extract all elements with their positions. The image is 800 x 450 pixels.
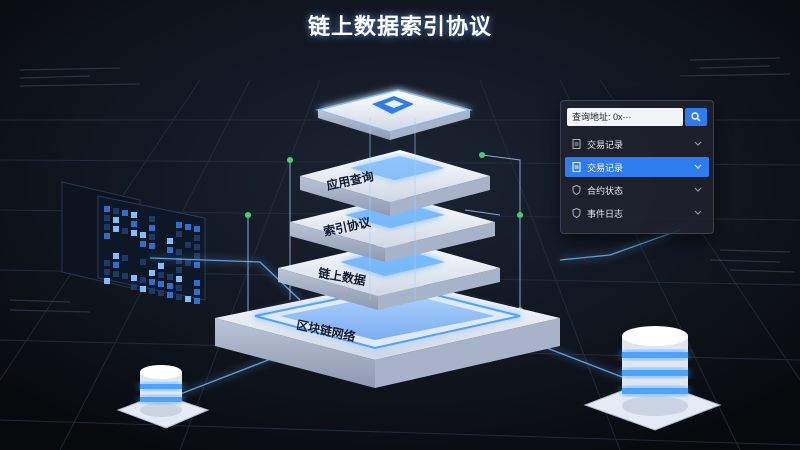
- pixel-cell: [176, 249, 182, 255]
- pixel-cell: [104, 215, 110, 221]
- chevron-down-icon: [693, 139, 703, 149]
- pixel-cell: [176, 276, 182, 282]
- pixel-cell: [140, 259, 146, 265]
- pixel-cell: [104, 224, 110, 230]
- pixel-cell: [167, 292, 173, 298]
- pixel-cell: [149, 216, 155, 222]
- glow-beams: [369, 118, 416, 300]
- pixel-cell: [113, 226, 119, 232]
- pixel-cell: [185, 242, 191, 248]
- menu-item-label: 事件日志: [587, 209, 624, 220]
- title-bar: 链上数据索引协议: [0, 0, 800, 50]
- pixel-cell: [122, 228, 128, 234]
- pixel-cell: [113, 217, 119, 223]
- pixel-cell: [131, 230, 137, 236]
- pixel-cell: [167, 238, 173, 244]
- menu-item-label: 交易记录: [587, 140, 624, 151]
- menu-item-label: 合约状态: [587, 186, 624, 197]
- search-icon: [691, 112, 701, 122]
- chain-link-icon: [372, 96, 414, 114]
- menu-item-transactions-active[interactable]: 交易记录: [565, 157, 709, 177]
- pixel-cell: [149, 288, 155, 294]
- pixel-cell: [104, 206, 110, 212]
- pixel-cell: [113, 253, 119, 259]
- data-matrix-panels: [61, 181, 206, 304]
- pixel-cell: [176, 285, 182, 291]
- pixel-cell: [194, 253, 200, 259]
- pixel-cell: [131, 221, 137, 227]
- pixel-cell: [194, 226, 200, 232]
- menu-item-transactions[interactable]: 交易记录: [565, 134, 709, 154]
- pixel-cell: [158, 272, 164, 278]
- search-button[interactable]: [685, 108, 707, 126]
- pixel-cell: [104, 233, 110, 239]
- pixel-grid: [104, 206, 200, 304]
- pixel-cell: [131, 275, 137, 281]
- pixel-cell: [194, 262, 200, 268]
- pixel-cell: [104, 278, 110, 284]
- pixel-cell: [140, 286, 146, 292]
- pixel-cell: [176, 222, 182, 228]
- pixel-cell: [185, 296, 191, 302]
- menu-item-contract-state[interactable]: 合约状态: [565, 180, 709, 200]
- pixel-cell: [185, 260, 191, 266]
- menu-item-event-logs[interactable]: 事件日志: [565, 203, 709, 223]
- document-icon: [571, 139, 581, 149]
- pixel-cell: [140, 277, 146, 283]
- pixel-cell: [149, 279, 155, 285]
- menu-item-label: 交易记录: [587, 163, 624, 174]
- pixel-cell: [140, 232, 146, 238]
- chevron-down-icon: [693, 208, 703, 218]
- pixel-cell: [149, 270, 155, 276]
- page-title: 链上数据索引协议: [307, 15, 492, 40]
- pixel-cell: [113, 271, 119, 277]
- pixel-cell: [194, 298, 200, 304]
- pixel-cell: [149, 234, 155, 240]
- pixel-cell: [194, 235, 200, 241]
- shield-icon: [571, 185, 581, 195]
- pixel-cell: [176, 231, 182, 237]
- pixel-cell: [176, 267, 182, 273]
- pixel-cell: [194, 244, 200, 250]
- base-platform: [215, 280, 560, 388]
- chevron-down-icon: [693, 162, 703, 172]
- address-search-input[interactable]: [567, 108, 683, 126]
- layer-chain-data: [278, 240, 500, 310]
- pixel-cell: [185, 224, 191, 230]
- pixel-cell: [167, 247, 173, 253]
- query-panel: 交易记录 交易记录 合约状态 事件日志: [560, 100, 714, 234]
- pixel-cell: [122, 255, 128, 261]
- pixel-cell: [167, 283, 173, 289]
- pixel-cell: [104, 260, 110, 266]
- shield-icon: [571, 208, 581, 218]
- pixel-cell: [158, 290, 164, 296]
- pixel-cell: [149, 225, 155, 231]
- pixel-cell: [158, 281, 164, 287]
- pixel-cell: [176, 294, 182, 300]
- pixel-cell: [194, 289, 200, 295]
- database-left-icon: [116, 365, 210, 429]
- document-icon: [571, 162, 581, 172]
- pixel-cell: [140, 241, 146, 247]
- pixel-cell: [131, 284, 137, 290]
- pixel-cell: [113, 262, 119, 268]
- pixel-cell: [104, 269, 110, 275]
- code-texture: [9, 57, 796, 313]
- pixel-cell: [158, 263, 164, 269]
- pixel-cell: [194, 280, 200, 286]
- pixel-cell: [149, 243, 155, 249]
- pixel-cell: [122, 273, 128, 279]
- chevron-down-icon: [693, 185, 703, 195]
- database-right-icon: [583, 326, 722, 431]
- pixel-cell: [131, 212, 137, 218]
- pixel-cell: [176, 258, 182, 264]
- pixel-cell: [167, 274, 173, 280]
- pixel-cell: [122, 210, 128, 216]
- pixel-cell: [113, 208, 119, 214]
